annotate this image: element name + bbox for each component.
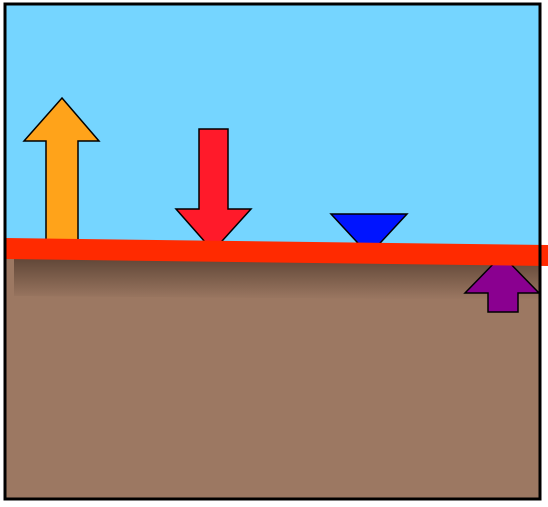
diagram-frame bbox=[3, 2, 542, 501]
ground-shadow bbox=[14, 257, 540, 300]
surface-line bbox=[5, 238, 548, 266]
red-down-arrow-icon bbox=[174, 128, 253, 253]
purple-up-arrow-icon bbox=[463, 253, 541, 313]
ground-region bbox=[5, 247, 540, 498]
sky-region bbox=[5, 5, 540, 250]
blue-triangle-marker-icon bbox=[329, 213, 409, 257]
